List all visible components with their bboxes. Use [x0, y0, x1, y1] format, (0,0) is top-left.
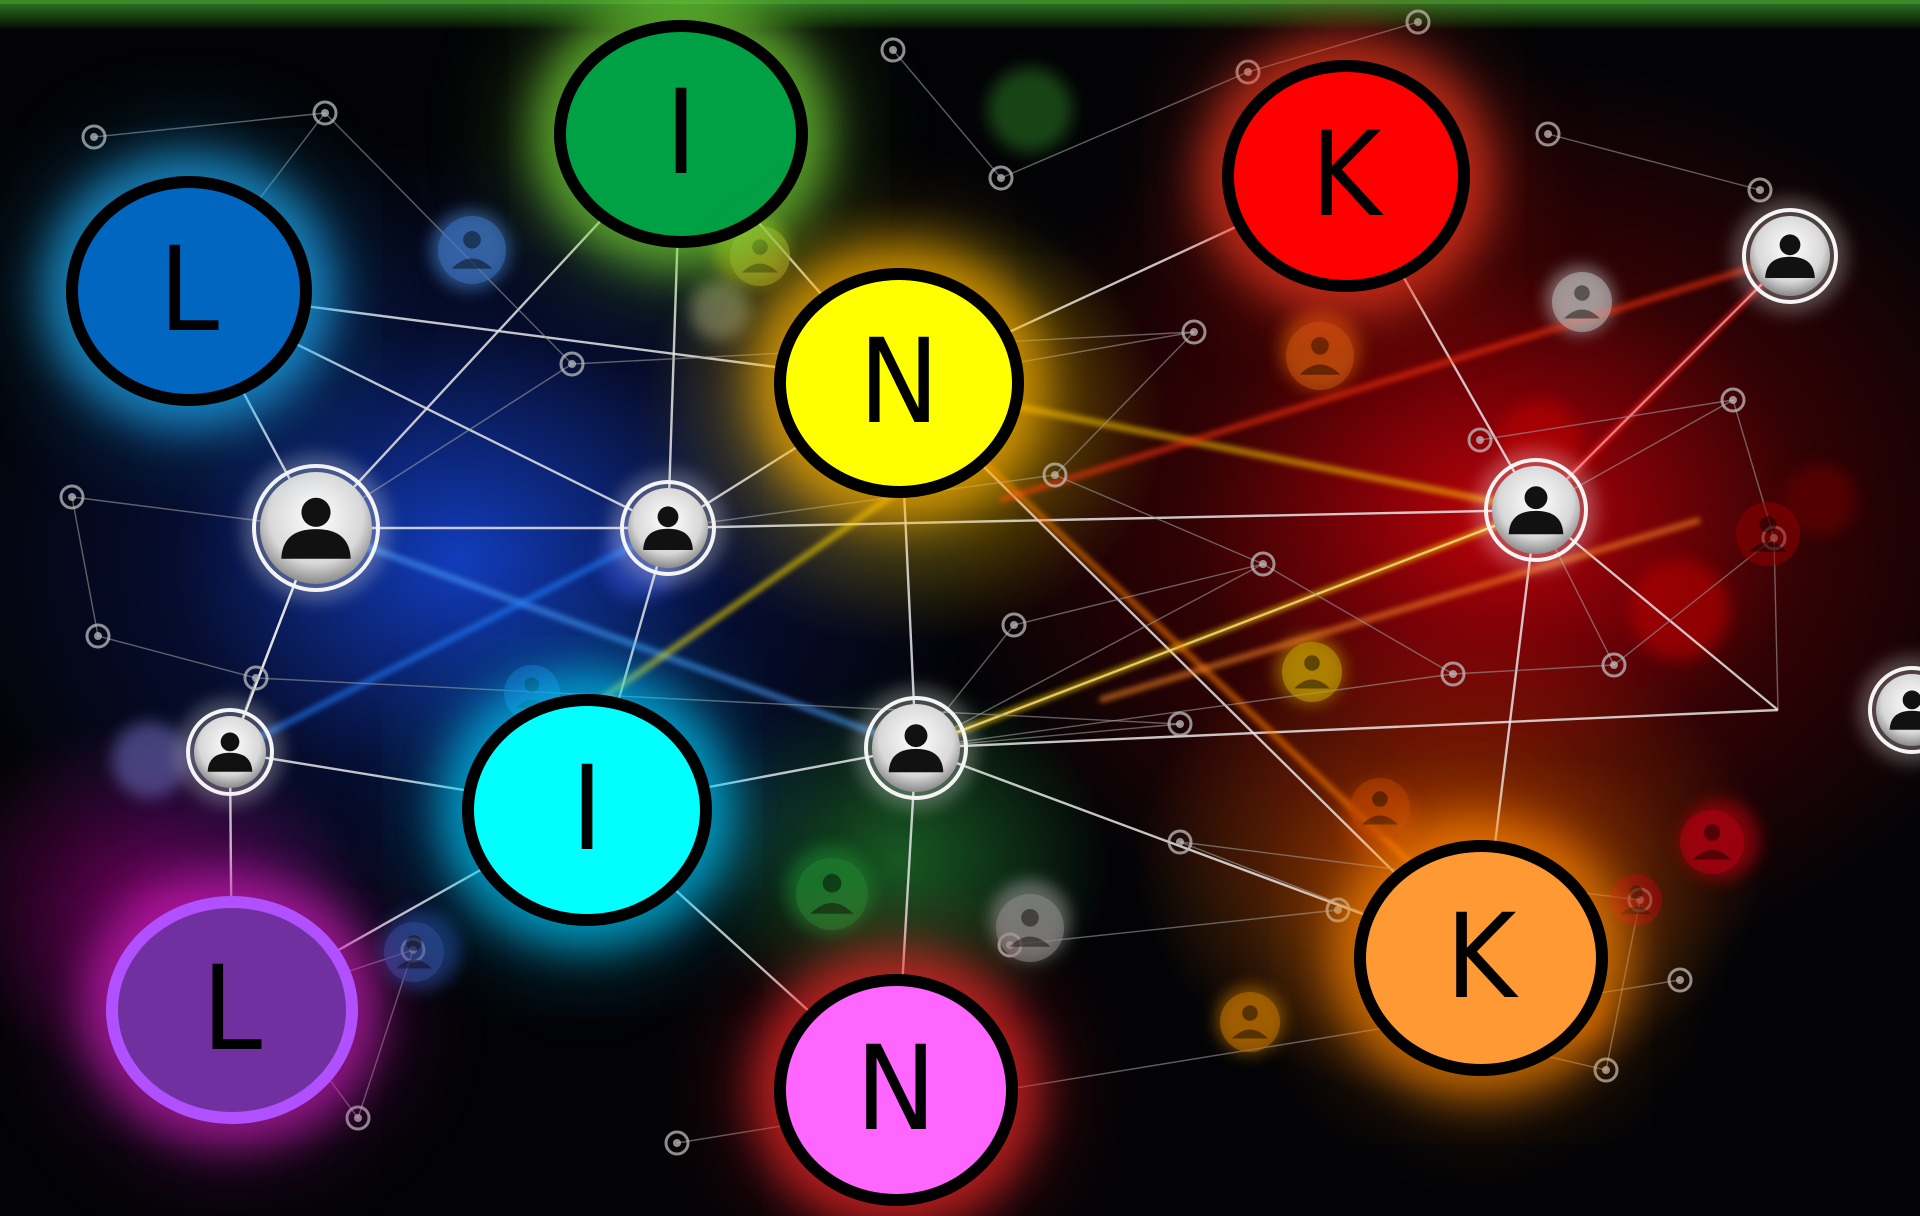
- small-node-dot: [1414, 18, 1422, 26]
- person-icon: [1492, 466, 1580, 554]
- bokeh-circle: [690, 280, 750, 340]
- person-icon-faint-head: [823, 874, 842, 893]
- small-node-dot: [1602, 1066, 1610, 1074]
- small-node-dot: [1334, 906, 1342, 914]
- small-node-dot: [997, 174, 1005, 182]
- small-node-dot: [90, 133, 98, 141]
- person-icon-head: [221, 733, 240, 752]
- person-icon-faint-head: [463, 231, 481, 249]
- person-icon-head: [301, 498, 330, 527]
- person-icon-faint: [1286, 322, 1354, 390]
- person-icon-faint-head: [1304, 655, 1320, 671]
- person-icon-faint-head: [1311, 337, 1329, 355]
- small-node-dot: [321, 109, 329, 117]
- person-icon-faint: [996, 894, 1064, 962]
- person-icon-faint-head: [525, 677, 540, 692]
- person-icon-faint-head: [1704, 824, 1721, 841]
- letter-l-top: L: [159, 233, 219, 350]
- small-node-dot: [1476, 436, 1484, 444]
- letter-l-bottom: L: [202, 952, 262, 1069]
- small-node-dot: [94, 632, 102, 640]
- person-icon-faint-head: [1242, 1005, 1258, 1021]
- person-icon-faint-head: [406, 935, 422, 951]
- network-link: [916, 710, 1778, 748]
- small-node-dot: [68, 493, 76, 501]
- network-link-thin: [893, 50, 1001, 178]
- glow-beam: [916, 510, 1536, 748]
- person-icon: [260, 472, 372, 584]
- small-node-dot: [252, 674, 260, 682]
- person-icon: [194, 716, 266, 788]
- person-icon-faint: [1736, 502, 1800, 566]
- small-node-dot: [1244, 68, 1252, 76]
- person-icon-faint: [1350, 778, 1410, 838]
- person-icon-faint: [1610, 874, 1662, 926]
- network-link-thin: [1014, 564, 1263, 625]
- small-node-dot: [1449, 670, 1457, 678]
- letter-n-bottom: N: [856, 1032, 937, 1149]
- letter-k-top: K: [1311, 118, 1382, 235]
- network-link: [668, 510, 1536, 528]
- person-icon-head: [905, 724, 928, 747]
- small-node-dot: [354, 1114, 362, 1122]
- letter-circle-n-top: N: [774, 268, 1024, 498]
- person-icon-head: [1780, 234, 1801, 255]
- letter-circle-n-bottom: N: [774, 974, 1018, 1206]
- person-icon-head: [1525, 486, 1548, 509]
- bokeh-circle: [988, 68, 1072, 152]
- small-node-dot: [1756, 186, 1764, 194]
- person-icon-faint: [438, 216, 506, 284]
- letter-circle-l-top: L: [66, 176, 312, 406]
- glow-beam: [1100, 520, 1700, 700]
- network-link-thin: [1548, 134, 1760, 190]
- network-link-thin: [98, 636, 256, 678]
- small-node-dot: [1729, 396, 1737, 404]
- person-icon-faint-head: [1574, 285, 1590, 301]
- bokeh-circle: [1630, 560, 1730, 660]
- letter-circle-i-bottom: I: [462, 694, 712, 926]
- letter-circle-k-bottom: K: [1354, 840, 1608, 1076]
- small-node-dot: [1010, 621, 1018, 629]
- small-node-dot: [1259, 560, 1267, 568]
- letter-circle-k-top: K: [1222, 60, 1470, 292]
- network-link-thin: [1453, 665, 1614, 674]
- network-link-thin: [94, 113, 325, 137]
- small-node-dot: [1544, 130, 1552, 138]
- small-node-dot: [1676, 976, 1684, 984]
- small-node-dot: [1176, 838, 1184, 846]
- person-icon: [1750, 216, 1830, 296]
- letter-n-top: N: [859, 325, 940, 442]
- person-icon-faint-head: [1629, 885, 1643, 899]
- person-icon-faint-head: [1760, 516, 1777, 533]
- person-icon-faint: [1282, 642, 1342, 702]
- person-icon-faint-head: [1021, 909, 1039, 927]
- person-icon-faint: [1552, 272, 1612, 332]
- person-icon-faint: [384, 922, 444, 982]
- person-icon-faint: [796, 858, 868, 930]
- letter-k-bottom: K: [1446, 900, 1517, 1017]
- small-node-dot: [1190, 328, 1198, 336]
- network-link-thin: [72, 497, 98, 636]
- person-icon-faint-head: [1372, 791, 1388, 807]
- person-icon-faint: [1220, 992, 1280, 1052]
- person-icon-head: [658, 506, 679, 527]
- person-icon: [628, 488, 708, 568]
- person-icon: [872, 704, 960, 792]
- letter-circle-i-top: I: [554, 20, 808, 248]
- letter-circle-l-bottom: L: [106, 896, 358, 1124]
- network-link-thin: [1055, 332, 1194, 475]
- person-icon-faint: [1680, 810, 1744, 874]
- small-node-dot: [1610, 661, 1618, 669]
- person-icon-faint-head: [752, 239, 768, 255]
- small-node-dot: [673, 1139, 681, 1147]
- letter-i-bottom: I: [571, 752, 603, 869]
- small-node-dot: [1176, 720, 1184, 728]
- small-node-dot: [568, 360, 576, 368]
- small-node-dot: [1051, 471, 1059, 479]
- small-node-dot: [889, 46, 897, 54]
- letter-i-top: I: [665, 76, 697, 193]
